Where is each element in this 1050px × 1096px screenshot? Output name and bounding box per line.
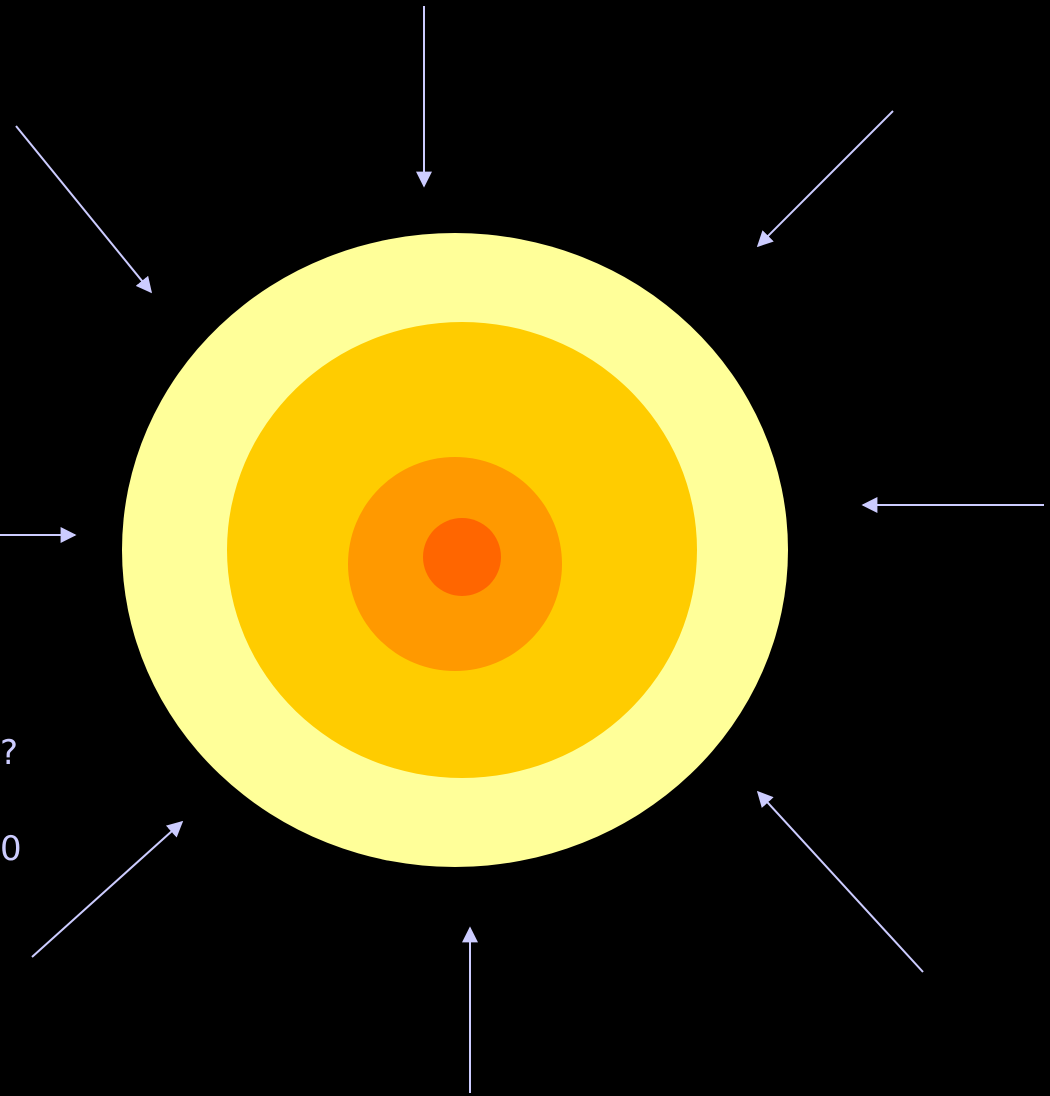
clipped-zero-text: 0 [0,829,22,869]
core [423,518,501,596]
inward-arrows [0,6,1044,1093]
arrow-from-bottom-right [756,790,924,973]
arrow-from-top-left [15,125,153,294]
clipped-question-mark-text: ? [0,733,19,773]
concentric-layers [122,233,788,867]
arrow-from-bottom-left [31,820,184,958]
arrow-from-top-right [756,110,894,248]
